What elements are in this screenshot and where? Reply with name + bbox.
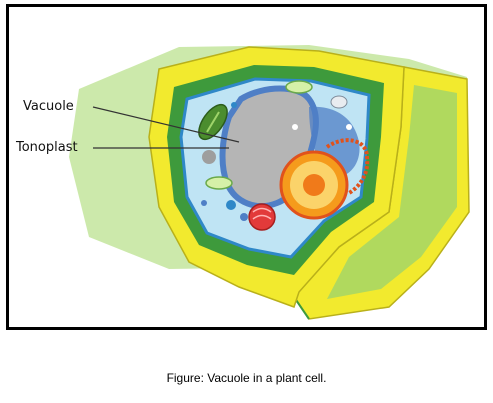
vacuole-label: Vacuole <box>23 99 74 114</box>
plant-cell-diagram <box>69 45 470 320</box>
tonoplast-label: Tonoplast <box>16 140 78 155</box>
cell-wall-side-inner <box>327 85 457 299</box>
vesicle <box>226 200 236 210</box>
vesicle <box>231 102 237 108</box>
golgi-folds <box>252 207 272 220</box>
vesicle <box>202 150 216 164</box>
mitochondrion <box>285 80 313 94</box>
nucleolus <box>303 174 325 196</box>
endoplasmic-reticulum <box>325 138 370 195</box>
vacuole-callout-line <box>92 106 240 143</box>
chloroplast-stroma <box>206 111 220 133</box>
figure-caption: Figure: Vacuole in a plant cell. <box>166 371 327 385</box>
vesicle <box>240 213 248 221</box>
mitochondrion <box>330 95 348 109</box>
vesicle <box>201 200 207 206</box>
vesicle <box>292 124 298 130</box>
mitochondrion <box>205 176 233 190</box>
figure-frame: Vacuole Tonoplast <box>6 4 487 330</box>
vesicle <box>346 124 352 130</box>
